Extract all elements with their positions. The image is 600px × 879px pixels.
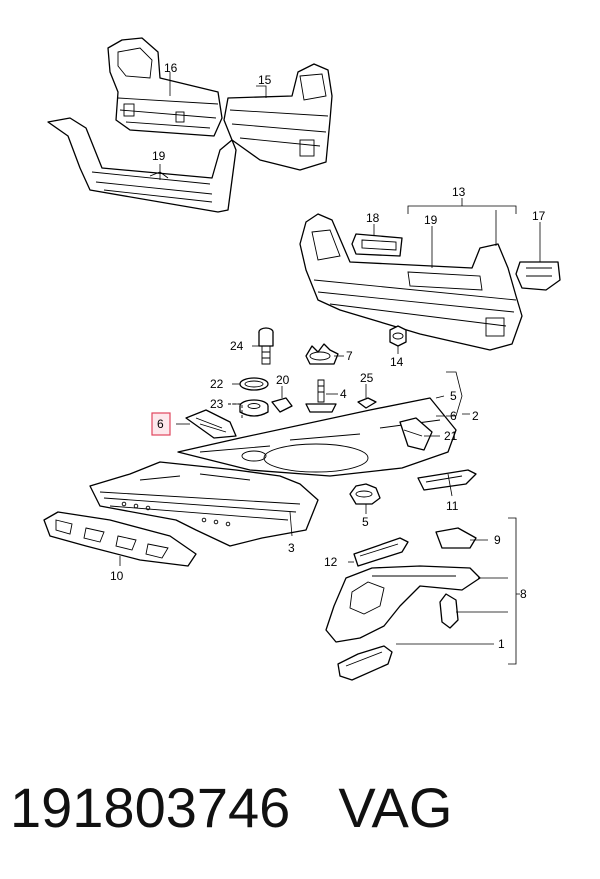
- part-22-ring: [239, 377, 269, 391]
- part-25-washer: [357, 397, 377, 409]
- part-9-bracket: [435, 527, 477, 549]
- part-6-highlighted-bracket: [185, 403, 243, 439]
- part-17-bracket: [515, 261, 561, 291]
- callout-6-highlighted: 6: [157, 417, 164, 431]
- part-20-clip: [271, 397, 293, 413]
- exploded-parts-diagram: 16 15 19 13 18 19 17 24 7 14 22 20 25 4 …: [43, 37, 561, 681]
- part-21-bracket: [399, 417, 433, 451]
- part-18-bracket: [351, 233, 403, 257]
- callout-7: 7: [346, 349, 353, 363]
- part-12-strip: [353, 537, 409, 567]
- callout-18: 18: [366, 211, 380, 225]
- callout-24: 24: [230, 339, 244, 353]
- part-16-rear-side-member-left: [107, 37, 223, 137]
- callout-23: 23: [210, 397, 224, 411]
- leader-lines: [119, 72, 541, 665]
- callout-16: 16: [164, 61, 178, 75]
- callout-6-group: 6: [450, 409, 457, 423]
- callout-19-right: 19: [424, 213, 438, 227]
- part-24-bolt: [258, 327, 274, 365]
- part-13-rear-panel-assembly: [299, 213, 523, 351]
- footer-part-info: 191803746 VAG: [10, 768, 590, 848]
- callout-10: 10: [110, 569, 124, 583]
- part-4-stud: [305, 379, 337, 413]
- callout-5-lower: 5: [362, 515, 369, 529]
- part-10-floor-reinforcement: [43, 511, 197, 567]
- brand-label: VAG: [338, 776, 453, 839]
- callout-3: 3: [288, 541, 295, 555]
- part-8-small-bracket: [439, 593, 459, 629]
- callout-17: 17: [532, 209, 546, 223]
- part-15-rear-side-member-right: [223, 63, 333, 171]
- callout-9: 9: [494, 533, 501, 547]
- part-23-grommet: [239, 399, 269, 417]
- part-1-bracket: [337, 645, 393, 681]
- callout-21: 21: [444, 429, 458, 443]
- callout-22: 22: [210, 377, 224, 391]
- callout-12: 12: [324, 555, 338, 569]
- part-14-grommet: [389, 325, 407, 347]
- callout-13: 13: [452, 185, 466, 199]
- callout-19-top: 19: [152, 149, 166, 163]
- callout-15: 15: [258, 73, 272, 87]
- part-7-spring-nut: [305, 343, 339, 365]
- callout-8: 8: [520, 587, 527, 601]
- part-5-spring-nut: [349, 483, 381, 505]
- part-3-front-floor: [89, 461, 319, 547]
- part-19-sill-member: [47, 117, 237, 213]
- part-number: 191803746: [10, 776, 291, 839]
- callout-20: 20: [276, 373, 290, 387]
- callout-1: 1: [498, 637, 505, 651]
- callout-11: 11: [446, 499, 459, 513]
- part-2-floor-pan-assembly: [177, 397, 457, 477]
- callout-labels: 16 15 19 13 18 19 17 24 7 14 22 20 25 4 …: [110, 61, 546, 651]
- highlight-box-6: [151, 412, 171, 436]
- part-11-bracket: [417, 469, 477, 491]
- callout-4: 4: [340, 387, 347, 401]
- callout-14: 14: [390, 355, 404, 369]
- part-8-wheel-housing-assembly: [325, 565, 481, 643]
- callout-25: 25: [360, 371, 374, 385]
- callout-5-group: 5: [450, 389, 457, 403]
- callout-2: 2: [472, 409, 479, 423]
